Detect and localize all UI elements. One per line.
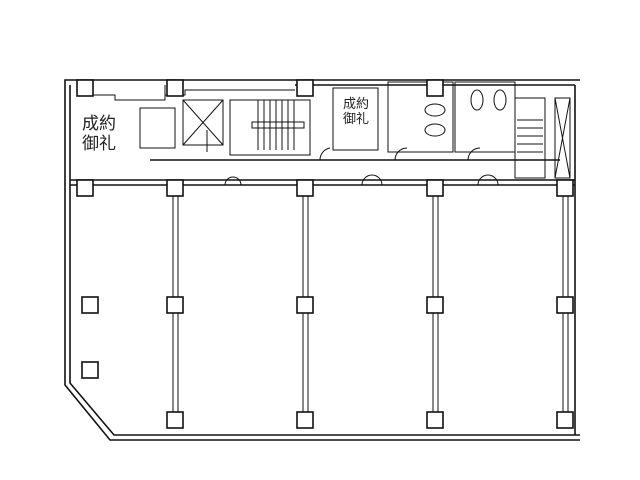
room-label-line: 御礼	[343, 111, 370, 127]
room-label-line: 成約	[343, 97, 370, 112]
corridor	[70, 147, 575, 186]
outer-walls	[64, 79, 580, 441]
restroom-2	[454, 81, 516, 153]
stairwell-2	[514, 97, 546, 179]
room-label-center: 成約 御礼	[343, 97, 370, 128]
restroom-1	[387, 81, 454, 153]
room-center	[332, 87, 379, 151]
room-label-line: 御礼	[82, 133, 116, 154]
core-walls	[89, 81, 571, 179]
room-label-left: 成約 御礼	[82, 114, 116, 154]
columns	[76, 79, 574, 429]
beams	[172, 195, 569, 412]
elevator-shaft	[182, 99, 224, 146]
room-label-line: 成約	[82, 114, 116, 134]
stairs-1	[251, 100, 305, 150]
stairs-2	[517, 119, 543, 161]
